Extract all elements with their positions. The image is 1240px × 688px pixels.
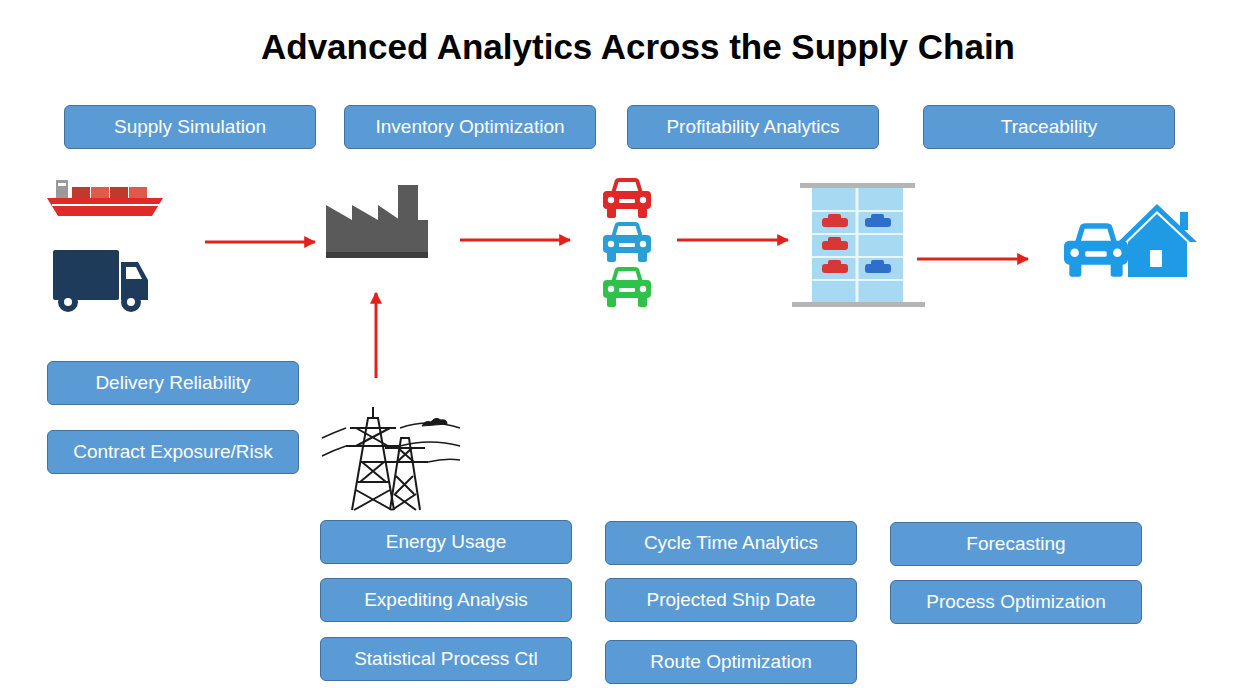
- car-roof: [828, 237, 841, 243]
- ship-container: [72, 187, 90, 198]
- floor-line: [812, 279, 903, 281]
- ship-hull: [47, 198, 163, 216]
- wheel-hub: [127, 298, 135, 306]
- factory-icon: [326, 185, 428, 258]
- flow-arrow: [205, 241, 315, 244]
- parked-car: [822, 260, 848, 273]
- power-wire: [322, 423, 460, 462]
- flow-arrow: [917, 258, 1028, 261]
- hull-stripe: [52, 204, 159, 206]
- box-label: Supply Simulation: [114, 116, 266, 138]
- parked-car: [822, 214, 848, 227]
- house-door: [1150, 250, 1162, 267]
- truck-icon: [53, 250, 148, 312]
- analytics-box: Traceability: [923, 105, 1175, 149]
- blue-car: [603, 222, 651, 262]
- box-label: Profitability Analytics: [666, 116, 839, 138]
- ship-icon: [47, 180, 163, 216]
- analytics-box: Route Optimization: [605, 640, 857, 684]
- factory-base: [326, 252, 428, 258]
- wheel-hub: [64, 298, 72, 306]
- factory-chimney: [398, 185, 418, 225]
- box-label: Route Optimization: [650, 651, 812, 673]
- flow-arrow: [460, 239, 570, 242]
- box-label: Forecasting: [966, 533, 1065, 555]
- parked-car: [865, 214, 891, 227]
- box-label: Cycle Time Analytics: [644, 532, 818, 554]
- ground-slab: [792, 302, 925, 307]
- car-group: [603, 178, 651, 307]
- ship-container: [91, 187, 109, 198]
- car-house-icon: [1064, 204, 1197, 277]
- analytics-box: Profitability Analytics: [627, 105, 879, 149]
- analytics-box: Contract Exposure/Risk: [47, 430, 299, 474]
- analytics-box: Delivery Reliability: [47, 361, 299, 405]
- truck-wheel: [58, 292, 78, 312]
- ship-bridge: [56, 180, 68, 198]
- analytics-box: Expediting Analysis: [320, 578, 572, 622]
- parking-garage-icon: [792, 183, 925, 307]
- box-label: Energy Usage: [386, 531, 506, 553]
- flow-arrow: [677, 239, 788, 242]
- floor-line: [812, 210, 903, 212]
- parked-car: [865, 260, 891, 273]
- box-label: Traceability: [1001, 116, 1097, 138]
- box-label: Statistical Process Ctl: [354, 648, 538, 670]
- analytics-box: Process Optimization: [890, 580, 1142, 624]
- analytics-box: Cycle Time Analytics: [605, 521, 857, 565]
- ship-container: [129, 187, 147, 198]
- factory-building: [326, 205, 428, 258]
- ship-container: [110, 187, 128, 198]
- red-car: [603, 178, 651, 218]
- roof-slab: [800, 183, 915, 188]
- car-roof: [828, 214, 841, 220]
- house-chimney: [1180, 212, 1188, 230]
- car-roof: [871, 214, 884, 220]
- glass-divider: [856, 188, 859, 302]
- box-label: Process Optimization: [926, 591, 1106, 613]
- box-label: Contract Exposure/Risk: [73, 441, 273, 463]
- green-car: [603, 267, 651, 307]
- parked-car: [822, 237, 848, 250]
- truck-window: [126, 267, 142, 279]
- box-label: Delivery Reliability: [95, 372, 250, 394]
- analytics-box: Supply Simulation: [64, 105, 316, 149]
- tower-lattice: [382, 448, 428, 510]
- car-roof: [828, 260, 841, 266]
- flow-arrows: [205, 240, 1028, 378]
- box-label: Expediting Analysis: [364, 589, 528, 611]
- box-label: Projected Ship Date: [647, 589, 816, 611]
- garage-glass: [812, 188, 903, 302]
- power-tower-icon: [322, 407, 460, 510]
- family-car: [1064, 223, 1128, 276]
- analytics-box: Inventory Optimization: [344, 105, 596, 149]
- analytics-box: Energy Usage: [320, 520, 572, 564]
- floor-line: [812, 233, 903, 235]
- ship-window: [58, 183, 66, 186]
- analytics-box: Statistical Process Ctl: [320, 637, 572, 681]
- floor-line: [812, 256, 903, 258]
- flow-arrow: [375, 293, 378, 378]
- house-body: [1128, 214, 1187, 277]
- diagram-title: Advanced Analytics Across the Supply Cha…: [18, 27, 1240, 67]
- analytics-box: Forecasting: [890, 522, 1142, 566]
- box-label: Inventory Optimization: [375, 116, 564, 138]
- cloud: [422, 418, 447, 426]
- tower-legs: [352, 418, 394, 510]
- truck-trailer: [53, 250, 119, 300]
- analytics-box: Projected Ship Date: [605, 578, 857, 622]
- car-roof: [871, 260, 884, 266]
- truck-wheel: [121, 292, 141, 312]
